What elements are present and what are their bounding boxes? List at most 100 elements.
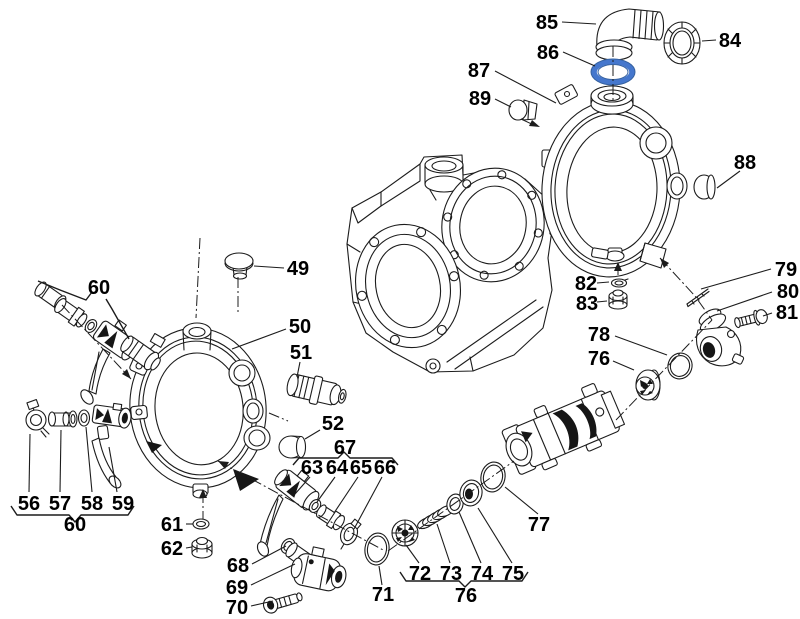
- part-label-65: 65: [350, 457, 372, 479]
- part-label-89: 89: [469, 88, 491, 110]
- axis-line-11: [520, 118, 537, 127]
- axis-line-10: [268, 412, 289, 422]
- part-label-76-valve: 76: [588, 348, 610, 370]
- leader-77: [504, 486, 539, 515]
- bolt-81: [734, 309, 768, 329]
- fitting-51: [286, 373, 347, 406]
- leader-50: [231, 328, 287, 350]
- part-label-86: 86: [537, 42, 559, 64]
- washer-74: [446, 493, 464, 515]
- cover-left: [129, 322, 271, 499]
- leader-63: [294, 476, 311, 495]
- leader-82: [596, 281, 610, 284]
- leader-76: [612, 360, 635, 371]
- leader-68: [251, 545, 287, 565]
- part-label-64: 64: [326, 457, 349, 479]
- part-label-63: 63: [301, 457, 323, 479]
- part-label-59: 59: [112, 493, 134, 515]
- valve-72: [391, 519, 419, 547]
- leader-81: [762, 312, 773, 317]
- leader-85: [561, 21, 597, 25]
- part-label-58: 58: [81, 493, 103, 515]
- pin-79: [686, 288, 710, 308]
- leader-56: [28, 433, 31, 493]
- axis-arrowhead-2: [660, 258, 669, 268]
- valve-body-69: [290, 546, 347, 592]
- leader-73: [436, 523, 451, 564]
- elbow-fitting: [595, 8, 665, 61]
- leader-58: [85, 426, 93, 493]
- part-label-66: 66: [374, 457, 396, 479]
- leader-62: [185, 546, 193, 549]
- seat-75: [459, 479, 483, 507]
- plug-88: [693, 174, 716, 200]
- bolt-70: [262, 592, 303, 614]
- cover-left-top-port: [182, 322, 212, 351]
- part-label-52: 52: [322, 413, 344, 435]
- o-ring-58: [77, 409, 91, 427]
- plug-52: [278, 435, 307, 459]
- part-label-74: 74: [471, 563, 494, 585]
- leader-59: [108, 446, 118, 493]
- part-label-82: 82: [575, 273, 597, 295]
- part-label-56: 56: [18, 493, 40, 515]
- axis-line-3: [615, 319, 713, 421]
- bracket-67-0: [292, 451, 399, 466]
- o-ring-77: [480, 461, 506, 493]
- clamp-66: [339, 518, 362, 550]
- o-ring-61: [192, 518, 210, 530]
- pump-body: [346, 154, 553, 374]
- leader-70: [250, 600, 274, 607]
- ring-nut: [663, 21, 701, 65]
- nut-62: [191, 536, 213, 559]
- leader-88: [716, 170, 741, 189]
- bracket-76-0: [399, 571, 529, 588]
- part-label-75: 75: [502, 563, 524, 585]
- part-label-61: 61: [161, 514, 183, 536]
- plug-89: [508, 99, 538, 121]
- fitting-80: [695, 308, 745, 367]
- body-left-flange: [354, 223, 462, 349]
- part-label-76-group: 76: [455, 585, 477, 607]
- leader-52: [304, 429, 321, 440]
- axis-line-7: [61, 304, 132, 380]
- part-label-68: 68: [227, 555, 249, 577]
- manifold: [501, 383, 626, 475]
- part-label-51: 51: [290, 342, 312, 364]
- axis-arrowhead-11: [529, 120, 540, 127]
- leader-64: [316, 476, 336, 503]
- part-label-57: 57: [49, 493, 71, 515]
- axis-line-2: [659, 257, 713, 321]
- assembly-axes: [61, 46, 713, 552]
- part-label-73: 73: [440, 563, 462, 585]
- bracket-60-top-0: [37, 280, 93, 301]
- part-label-81: 81: [776, 302, 798, 324]
- valve-59: [91, 402, 132, 489]
- leader-69: [250, 563, 296, 586]
- o-ring-71: [364, 532, 390, 566]
- part-label-62: 62: [161, 538, 183, 560]
- leader-74: [458, 511, 482, 564]
- body-top-port: [424, 156, 464, 193]
- leader-57: [59, 429, 62, 493]
- part-label-50: 50: [289, 316, 311, 338]
- part-label-79: 79: [775, 259, 797, 281]
- leader-83: [596, 300, 608, 303]
- leader-87: [494, 70, 557, 104]
- part-label-80: 80: [777, 281, 799, 303]
- group-brackets: [10, 280, 529, 588]
- leader-66: [353, 476, 383, 530]
- leader-72: [405, 544, 420, 564]
- body-right-flange: [441, 167, 545, 283]
- part-label-70: 70: [226, 597, 248, 619]
- part-label-78: 78: [588, 324, 610, 346]
- leader-84: [701, 39, 717, 42]
- bracket-60-bottom-0: [10, 505, 135, 523]
- o-ring-78: [667, 352, 693, 380]
- axis-line-1: [387, 460, 515, 552]
- part-label-71: 71: [372, 584, 394, 606]
- nipple-65: [315, 504, 345, 531]
- part-label-60-top: 60: [88, 277, 110, 299]
- leader-86: [562, 51, 596, 67]
